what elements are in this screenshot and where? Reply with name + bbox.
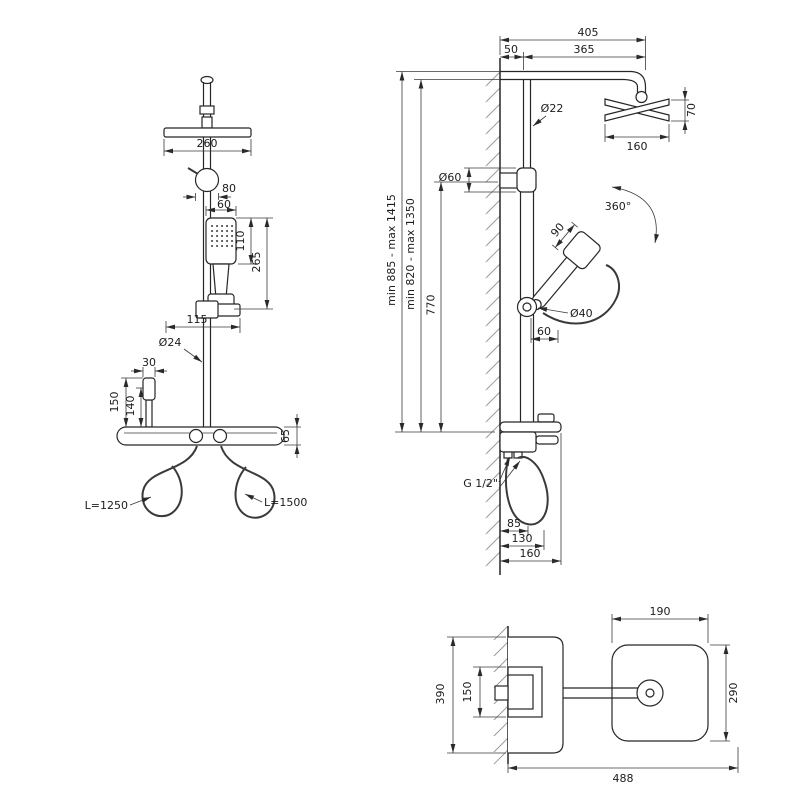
overhead-shower-side (604, 98, 670, 122)
dim-bracket-width: 115 (187, 313, 208, 326)
dim-mixer-width: 150 (461, 682, 474, 703)
shelf-front (116, 426, 285, 446)
front-dimensions: 260 80 60 110 265 115 Ø2 (85, 137, 308, 512)
label-thread-size: G 1/2" (463, 477, 498, 490)
dim-head-width-side: 160 (627, 140, 648, 153)
wall-hatch-side (485, 58, 501, 575)
top-arm-pipe (500, 70, 648, 104)
top-dimensions: 190 290 390 150 488 (434, 605, 740, 785)
dim-shelf-depth: 160 (520, 547, 541, 560)
dim-hose-offset-2: 130 (512, 532, 533, 545)
side-view: 90 405 50 365 (385, 26, 698, 575)
dim-hose-offset-1: 85 (507, 517, 521, 530)
dim-column-height-range: min 885 - max 1415 (385, 194, 398, 306)
label-hose-right-length: L=1500 (264, 496, 307, 509)
dim-handle-bottom-height: 140 (124, 396, 137, 417)
wall-bracket (499, 167, 537, 193)
dim-holder-dia: Ø40 (570, 307, 593, 320)
dim-hand-head-height: 110 (234, 231, 247, 252)
dim-bracket-height: 770 (425, 295, 438, 316)
mixer-side (499, 413, 562, 526)
overhead-shower-front (163, 116, 252, 138)
label-hose-left-length: L=1250 (85, 499, 128, 512)
dim-diverter: 80 (222, 182, 236, 195)
dim-head-thickness: 70 (685, 103, 698, 117)
riser-pipe-side (519, 80, 535, 429)
slider-bracket (195, 300, 241, 319)
dim-hand-width: 60 (217, 198, 231, 211)
dim-total-width: 488 (613, 772, 634, 785)
dim-head-depth: 290 (727, 683, 740, 704)
dim-holder-offset: 60 (537, 325, 551, 338)
shower-arm-top (563, 679, 664, 707)
dim-pipe-dia-side: Ø22 (541, 102, 564, 115)
hand-shower-holder (516, 296, 538, 318)
dim-wall-offset: 50 (504, 43, 518, 56)
hand-shower-hose (542, 264, 620, 325)
front-view: 260 80 60 110 265 115 Ø2 (85, 75, 308, 519)
dim-shelf-width-top: 390 (434, 684, 447, 705)
dim-head-width: 260 (197, 137, 218, 150)
shower-hoses (141, 445, 276, 519)
dim-pipe-dia-front: Ø24 (159, 336, 182, 349)
top-view: 190 290 390 150 488 (434, 605, 740, 785)
dim-handle-top-height: 150 (108, 392, 121, 413)
mixer-handle-front (142, 377, 156, 428)
mixer-top (494, 666, 543, 718)
dim-head-width-top: 190 (650, 605, 671, 618)
dim-bracket-dia: Ø60 (439, 171, 462, 184)
dim-riser-height-range: min 820 - max 1350 (404, 198, 417, 310)
dim-shelf-thickness: 65 (279, 429, 292, 443)
dim-arm-reach: 365 (574, 43, 595, 56)
dim-swivel-angle: 360° (605, 200, 632, 213)
side-dimensions: 405 50 365 Ø22 70 160 Ø60 360° (385, 26, 698, 565)
dim-hand-total-height: 265 (250, 252, 263, 273)
dim-handle-width: 30 (142, 356, 156, 369)
dim-top-total: 405 (578, 26, 599, 39)
diverter-knob (187, 167, 220, 193)
